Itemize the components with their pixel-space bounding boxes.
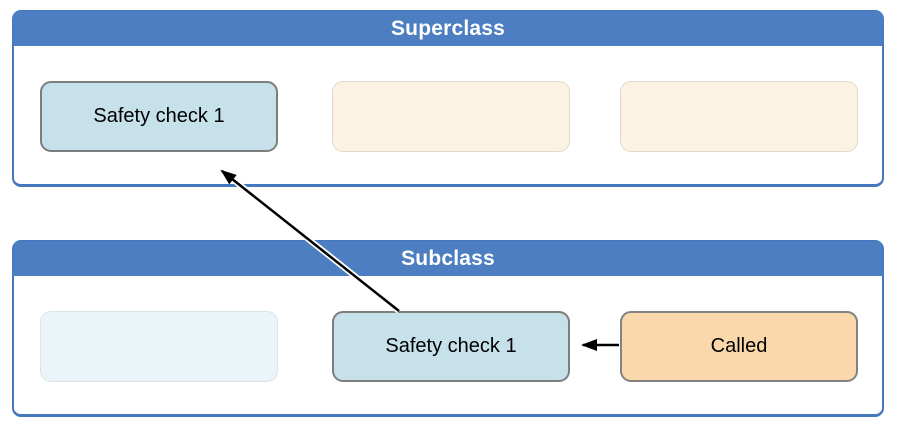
superclass-safety-check-box: Safety check 1: [40, 81, 278, 152]
called-box: Called: [620, 311, 858, 382]
subclass-title: Subclass: [401, 246, 495, 270]
called-box-label: Called: [710, 335, 768, 357]
subclass-empty-box: [40, 311, 278, 382]
superclass-empty-box-2: [620, 81, 858, 152]
subclass-container: Subclass Safety check 1 Called: [12, 240, 884, 417]
superclass-safety-check-label: Safety check 1: [93, 105, 225, 127]
subclass-safety-check-label: Safety check 1: [385, 335, 517, 357]
superclass-container: Superclass Safety check 1: [12, 10, 884, 187]
superclass-title: Superclass: [390, 16, 506, 40]
superclass-empty-box-1: [332, 81, 570, 152]
subclass-safety-check-box: Safety check 1: [332, 311, 570, 382]
subclass-header: Subclass: [13, 241, 883, 276]
superclass-header: Superclass: [13, 11, 883, 46]
